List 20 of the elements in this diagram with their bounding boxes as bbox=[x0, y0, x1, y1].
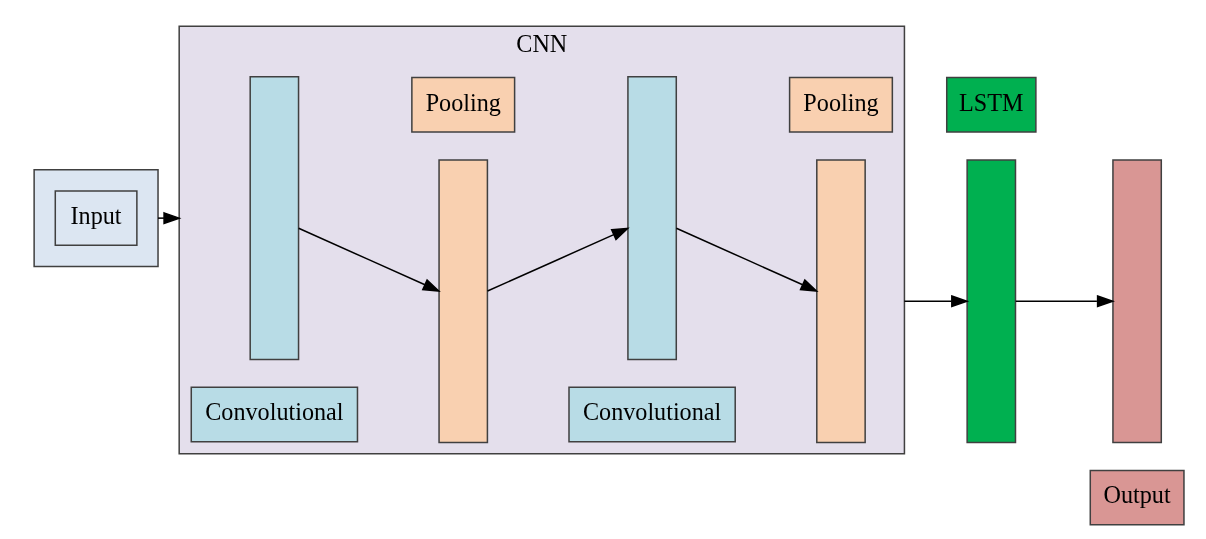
node-bar bbox=[966, 159, 1017, 444]
node-bar bbox=[816, 159, 866, 444]
node-bar bbox=[438, 159, 489, 444]
node-box: Pooling bbox=[788, 76, 894, 133]
node-box: Input bbox=[54, 190, 138, 247]
node-box: Pooling bbox=[411, 76, 516, 133]
node-box: LSTM bbox=[946, 76, 1037, 133]
arrow bbox=[297, 227, 441, 292]
cluster bbox=[33, 169, 159, 268]
arrow bbox=[903, 294, 970, 308]
arrow bbox=[157, 211, 182, 225]
node-bar bbox=[249, 76, 300, 361]
node-bar bbox=[1112, 159, 1163, 444]
node-bar bbox=[627, 76, 678, 361]
arrow bbox=[1015, 294, 1115, 308]
arrow bbox=[486, 227, 630, 292]
arrow bbox=[675, 227, 819, 292]
node-box: Convolutional bbox=[568, 386, 736, 443]
node-box: Convolutional bbox=[190, 386, 359, 443]
node-box: Output bbox=[1089, 469, 1185, 526]
